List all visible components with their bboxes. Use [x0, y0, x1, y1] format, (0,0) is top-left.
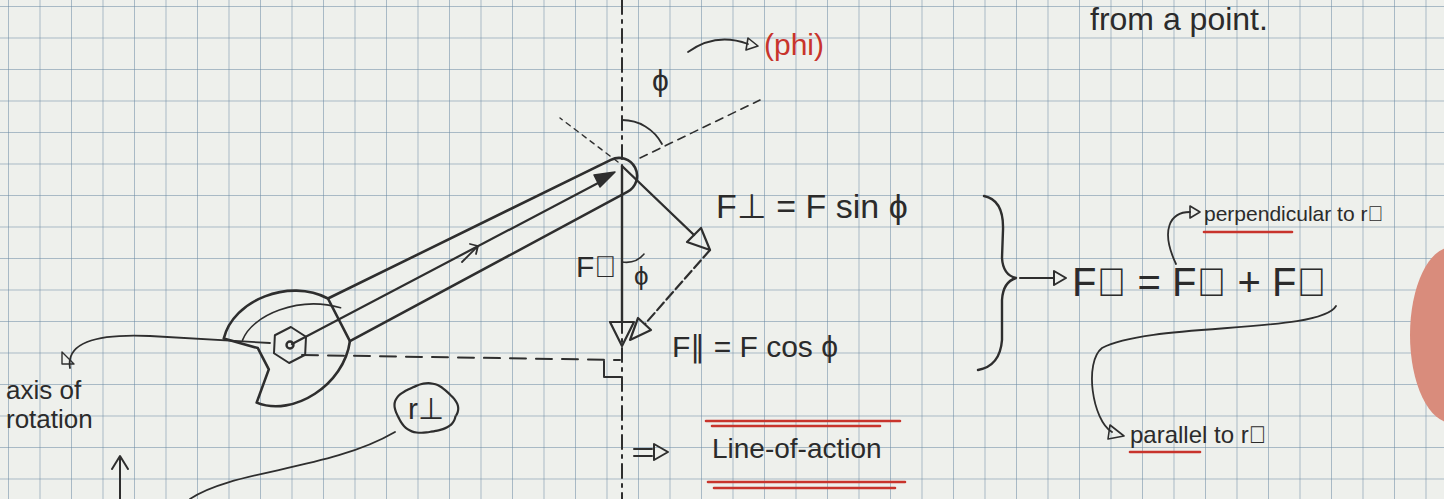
angle-symbol: ϕ: [652, 64, 669, 97]
circle-stroke: [394, 383, 458, 433]
arrowhead: [1108, 425, 1124, 439]
arrowhead: [610, 322, 634, 346]
axis-label: axis of rotation: [6, 376, 156, 433]
red-underline: [708, 482, 905, 488]
nut: [267, 323, 313, 367]
red-underline: [706, 421, 900, 426]
node-text: r⊥: [408, 392, 444, 425]
force-vector: [621, 166, 623, 322]
circled-label: r⊥: [393, 382, 459, 435]
pointer-arrow: [70, 336, 270, 368]
r-vector: [292, 182, 600, 344]
pointer-arrow: [1168, 212, 1190, 264]
axis-point: [287, 342, 294, 349]
arrowhead: [1054, 271, 1066, 285]
wrench-shading: [238, 284, 341, 354]
implies-arrow: [1020, 277, 1054, 279]
r-extension: [640, 100, 760, 158]
perpendicular-component: [622, 166, 694, 235]
right-angle-mark: [604, 361, 621, 377]
brace: [978, 196, 1016, 370]
red-underline: [1130, 451, 1200, 454]
parallel-component: [645, 250, 710, 324]
line-of-action: [621, 0, 623, 499]
note-text: perpendicular to r⃗: [1204, 202, 1383, 225]
equation: F⊥ = F sin ϕ: [716, 188, 908, 225]
pointer-arrow: [1092, 306, 1336, 432]
wrench: [215, 119, 660, 420]
moment-arm: [302, 355, 620, 360]
equals-arrow: [634, 449, 652, 456]
r-direction-mark: [462, 244, 478, 262]
wrench-handle: [328, 146, 646, 341]
note-text: from a point.: [1090, 2, 1268, 37]
pointer-arrow: [688, 40, 748, 53]
note-text: parallel to r⃗: [1130, 422, 1267, 448]
red-underline: [1204, 231, 1292, 234]
arrowhead: [654, 444, 668, 460]
arrowhead: [746, 38, 758, 50]
arrowhead: [687, 228, 710, 250]
arrowhead: [594, 172, 615, 187]
arrowhead: [1190, 206, 1200, 218]
guide-line: [560, 118, 618, 162]
leader-line: [190, 432, 395, 499]
term-label: Line-of-action: [712, 434, 882, 465]
arrowhead: [62, 352, 74, 364]
vector-label: F⃗: [576, 250, 617, 283]
equation: F⃗ = F⊥ + F∥: [1072, 260, 1326, 304]
equation: F∥ = F cos ϕ: [672, 330, 838, 363]
symbol-name: (phi): [764, 28, 824, 61]
angle-arc: [622, 120, 662, 144]
finger: [1410, 247, 1444, 423]
angle-symbol: ϕ: [634, 262, 649, 291]
arrowhead: [630, 318, 651, 340]
up-arrow: [112, 456, 128, 499]
